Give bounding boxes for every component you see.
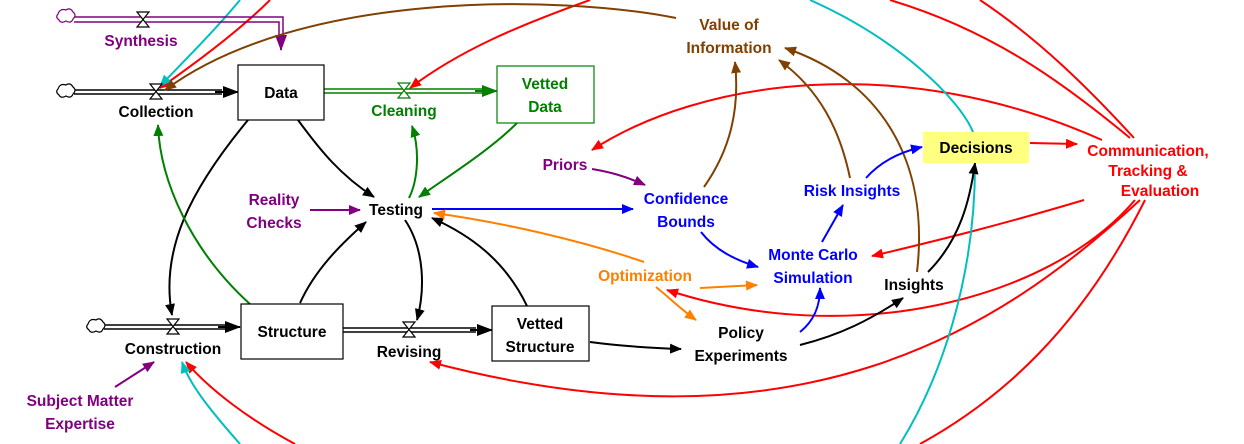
voi-line-1[interactable]: Value of [699,17,759,34]
flow-construction-label[interactable]: Construction [125,341,221,358]
link-eval-to-cleaning [409,0,591,89]
decisions-cyan-arc [809,0,974,133]
flow-revising-label[interactable]: Revising [377,344,442,361]
policy-line-1[interactable]: Policy [718,325,764,342]
valve-icon [401,321,417,338]
flow-collection-label[interactable]: Collection [119,104,194,121]
link-testing-to-revising [404,219,425,321]
valve-icon [165,318,181,335]
link-insights-to-voi [784,46,921,273]
link-confidence-to-montecarlo [700,231,759,269]
confidence-line-1[interactable]: Confidence [644,191,729,208]
link-confidence-to-voi [703,61,742,188]
link-expertise-to-construction [114,361,155,388]
valve-icon [396,82,412,99]
valve-icon [148,83,164,100]
link-optimization-to-montecarlo [699,280,758,291]
link-vetteddata-to-testing [418,122,518,198]
link-risk-to-voi [778,59,851,179]
priors-label[interactable]: Priors [543,157,588,174]
link-eval-to-construction [919,199,1146,444]
link-eval-top-arc-2 [979,0,1135,139]
stock-vetted-data[interactable]: Vetted Data [496,65,595,124]
link-structure-to-collection [153,124,252,306]
link-testing-to-cleaning [408,125,421,199]
link-optimization-to-testing [433,209,645,263]
montecarlo-line-1[interactable]: Monte Carlo [768,247,858,264]
communication-line-3[interactable]: Evaluation [1121,183,1199,200]
stock-vetted-structure-line-1: Vetted [517,316,564,333]
link-decisions-to-collection-cyan [159,0,241,87]
link-eval-to-montecarlo [871,199,1085,259]
link-montecarlo-to-risk [821,204,844,243]
link-data-to-testing [297,119,375,198]
cloud-icon [56,8,76,23]
flow-synthesis-label[interactable]: Synthesis [104,33,177,50]
link-eval-to-construction-left [185,361,296,444]
link-eval-top-arc-1 [889,0,1131,139]
cloud-icon [86,318,106,333]
decisions-label: Decisions [939,140,1012,157]
flow-cleaning-label[interactable]: Cleaning [371,103,436,120]
cloud-icon [56,83,76,98]
link-eval-to-priors [591,83,1103,151]
insights-label[interactable]: Insights [884,277,943,294]
risk-insights-label[interactable]: Risk Insights [804,183,900,200]
construction-pipe [104,324,225,330]
stock-data-label: Data [264,85,298,102]
voi-line-2[interactable]: Information [686,40,771,57]
link-eval-to-collection [159,0,271,89]
stock-vetted-data-line-2: Data [528,99,562,116]
link-data-to-construction [165,119,249,316]
decisions-cyan-lower [899,164,976,444]
link-eval-to-optimization [666,199,1136,317]
communication-line-1[interactable]: Communication, [1087,143,1208,160]
policy-line-2[interactable]: Experiments [694,348,787,365]
stock-structure[interactable]: Structure [240,303,344,360]
confidence-line-2[interactable]: Bounds [657,214,715,231]
stock-data[interactable]: Data [237,64,325,121]
stock-vetted-data-line-1: Vetted [522,76,569,93]
link-insights-to-decisions [927,162,979,273]
variable-decisions[interactable]: Decisions [923,132,1029,163]
communication-line-2[interactable]: Tracking & [1108,163,1187,180]
stock-vetted-structure[interactable]: Vetted Structure [491,305,590,362]
link-vettedstructure-to-testing [431,217,528,307]
link-priors-to-confidence [591,168,646,186]
montecarlo-line-2[interactable]: Simulation [773,270,852,287]
optimization-label[interactable]: Optimization [598,268,692,285]
link-decisions-to-eval [1029,138,1078,149]
link-policy-to-insights [799,297,904,346]
expertise-line-1[interactable]: Subject Matter [27,393,134,410]
stock-vetted-structure-line-2: Structure [506,339,575,356]
expertise-line-2[interactable]: Expertise [45,416,115,433]
link-voi-to-collection [164,3,677,91]
reality-line-2[interactable]: Checks [246,215,301,232]
link-optimization-to-policy [655,286,697,321]
link-risk-to-decisions [865,144,923,179]
reality-line-1[interactable]: Reality [249,192,300,209]
stock-structure-label: Structure [258,324,327,341]
testing-label[interactable]: Testing [369,202,423,219]
link-vettedstructure-to-policy [589,341,682,354]
link-eval-to-revising [429,199,1141,398]
collection-pipe [74,89,222,95]
link-structure-to-testing [299,221,367,304]
valve-icon [135,11,151,28]
link-policy-to-montecarlo [799,287,825,333]
cyan-to-construction [180,361,241,444]
